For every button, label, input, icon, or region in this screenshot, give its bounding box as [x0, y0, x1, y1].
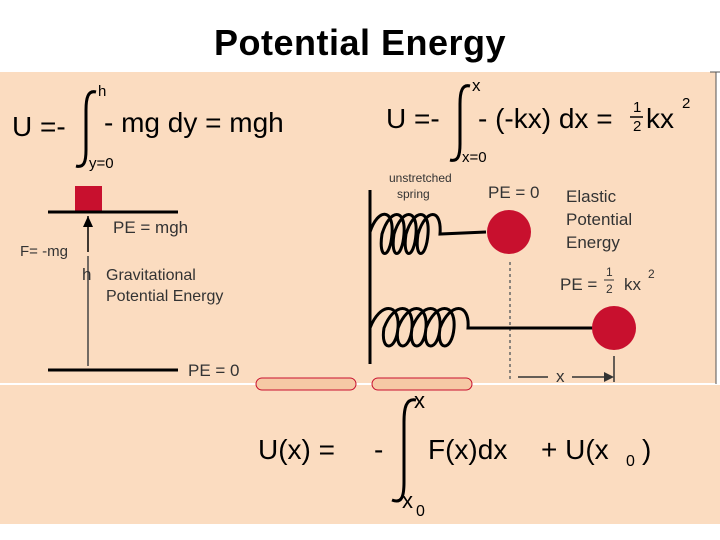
gravity-caption-line1: Gravitational: [106, 267, 196, 284]
general-lhs: U(x) =: [258, 434, 335, 465]
general-lower-sub: 0: [416, 503, 425, 520]
spring-eq-frac-num: 1: [633, 99, 641, 116]
stretched-spring-coil: [368, 307, 596, 348]
general-lower: x: [402, 488, 413, 513]
spring-equation: U =- x - (-kx) dx = 1 2 kx 2 x=0: [386, 76, 690, 166]
general-upper: x: [414, 388, 425, 413]
spring-pe-frac-num: 1: [606, 265, 613, 279]
spring-eq-body: - (-kx) dx =: [478, 103, 613, 134]
spring-unstretched-line1: unstretched: [389, 171, 452, 185]
spring-eq-kx: kx: [646, 103, 674, 134]
gravity-block: [75, 186, 102, 212]
general-body: F(x)dx: [428, 434, 507, 465]
gravity-force-label: F= -mg: [20, 243, 68, 260]
spring-unstretched-line2: spring: [397, 187, 430, 201]
clipped-tab-1: [255, 377, 357, 391]
spring-pe-kx: kx: [624, 275, 642, 294]
unstretched-spring-coil: [368, 212, 487, 255]
gravity-eq-upper: h: [98, 83, 106, 100]
general-sub: 0: [626, 453, 635, 470]
general-formula: U(x) = - x F(x)dx + U(x 0 ) x 0: [258, 388, 651, 520]
gravity-eq-lhs: U =-: [12, 111, 66, 142]
spring-caption-line2: Potential: [566, 210, 632, 229]
unstretched-ball: [487, 210, 531, 254]
spring-eq-upper: x: [472, 76, 481, 95]
gravity-equation: U =- h - mg dy = mgh y=0: [12, 83, 284, 172]
displacement-x-label: x: [556, 367, 565, 386]
gravity-pe-top: PE = mgh: [113, 218, 188, 237]
general-close: ): [642, 434, 651, 465]
general-plus: + U(x: [541, 434, 609, 465]
spring-caption-line1: Elastic: [566, 187, 617, 206]
spring-pe-frac-den: 2: [606, 282, 613, 296]
formula-panel: [0, 384, 720, 524]
spring-eq-lower: x=0: [462, 149, 487, 166]
general-integral-sign: [391, 398, 417, 503]
spring-pe-stretched-lhs: PE =: [560, 275, 597, 294]
spring-eq-lhs: U =-: [386, 103, 440, 134]
gravity-eq-lower: y=0: [89, 155, 114, 172]
stretched-ball: [592, 306, 636, 350]
gravity-eq-body: - mg dy = mgh: [104, 107, 284, 138]
gravity-force-arrowhead: [83, 216, 93, 227]
general-minus: -: [374, 434, 383, 465]
gravity-integral-sign: [75, 90, 97, 168]
gravity-caption-line2: Potential Energy: [106, 288, 223, 305]
gravity-h-label: h: [82, 265, 91, 284]
spring-integral-sign: [449, 84, 471, 162]
spring-pe-exp: 2: [648, 267, 655, 281]
clipped-tab-2: [371, 377, 473, 391]
spring-caption-line3: Energy: [566, 233, 620, 252]
spring-eq-exp: 2: [682, 95, 690, 112]
displacement-arrowhead: [604, 372, 614, 382]
spring-eq-frac-den: 2: [633, 118, 641, 135]
page-title: Potential Energy: [213, 22, 507, 63]
spring-pe-zero: PE = 0: [488, 183, 540, 202]
gravity-pe-bottom: PE = 0: [188, 361, 240, 380]
